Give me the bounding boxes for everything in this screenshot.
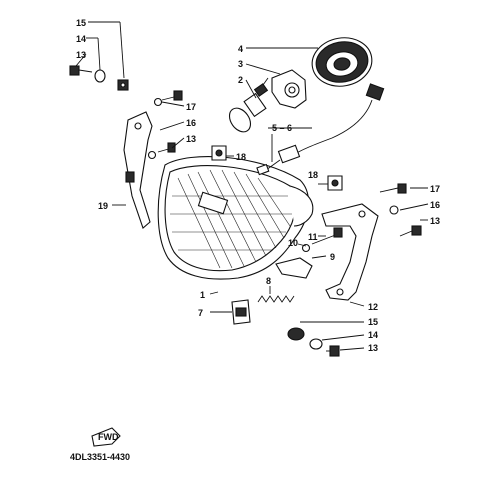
callout-13-bottom: 13 — [368, 343, 378, 353]
callout-labels: 15 14 13 4 3 2 17 16 13 5 – 6 18 18 19 1… — [76, 18, 440, 353]
pilot-lamp-lead — [256, 83, 385, 176]
forward-arrow-icon: FWD — [91, 427, 121, 447]
callout-18-left: 18 — [236, 152, 246, 162]
callout-4: 4 — [238, 44, 243, 54]
callout-14-bottom: 14 — [368, 330, 378, 340]
callout-2: 2 — [238, 75, 243, 85]
bottom-fasteners — [287, 327, 340, 357]
right-headlight-stay — [321, 203, 379, 301]
callout-5-6: 5 – 6 — [272, 123, 292, 133]
callout-1: 1 — [200, 290, 205, 300]
callout-8: 8 — [266, 276, 271, 286]
callout-13-right: 13 — [430, 216, 440, 226]
callout-7: 7 — [198, 308, 203, 318]
callout-18-right: 18 — [308, 170, 318, 180]
left-headlight-stay — [123, 111, 153, 229]
callout-15-bottom: 15 — [368, 317, 378, 327]
callout-12: 12 — [368, 302, 378, 312]
callout-15-top: 15 — [76, 18, 86, 28]
left-fasteners — [147, 90, 183, 160]
drawing-code: 4DL3351-4430 — [70, 452, 130, 462]
bulb-socket — [271, 69, 307, 109]
callout-19: 19 — [98, 201, 108, 211]
rubber-cover — [311, 37, 373, 87]
callout-11: 11 — [308, 232, 318, 242]
callout-13-top: 13 — [76, 50, 86, 60]
callout-16-left: 16 — [186, 118, 196, 128]
fwd-label: FWD — [98, 432, 119, 442]
right-fasteners — [379, 183, 422, 237]
callout-13-left: 13 — [186, 134, 196, 144]
callout-10: 10 — [288, 238, 298, 248]
leader-lines — [75, 21, 429, 351]
headlight-bulb — [228, 77, 269, 133]
lens-pattern — [170, 169, 292, 269]
callout-16-right: 16 — [430, 200, 440, 210]
callout-17-right: 17 — [430, 184, 440, 194]
callout-9: 9 — [330, 252, 335, 262]
top-fasteners — [69, 65, 129, 91]
callout-14-top: 14 — [76, 34, 86, 44]
callout-17-left: 17 — [186, 102, 196, 112]
nut-plate-left — [211, 145, 227, 161]
adjuster-assembly — [231, 227, 343, 325]
callout-3: 3 — [238, 59, 243, 69]
headlight-body — [157, 156, 314, 280]
nut-plate-right — [327, 175, 343, 191]
